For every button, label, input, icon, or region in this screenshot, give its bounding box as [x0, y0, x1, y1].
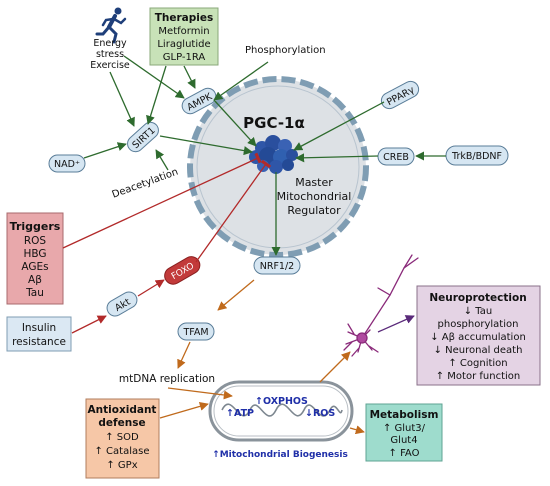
trigger-item: Tau: [25, 287, 44, 299]
neuroprotection-item: phosphorylation: [438, 319, 519, 330]
insulin-resistance-box: [6, 316, 72, 352]
metabolism-item: ↑ Glut3/: [383, 423, 426, 434]
mito-oxphos: ↑OXPHOS: [255, 396, 308, 407]
triggers-box: [6, 212, 64, 305]
metabolism-item: Glut4: [390, 435, 417, 446]
sirt1-node: SIRT1: [127, 121, 159, 153]
arrow-tfam-to-mtdna: [177, 341, 191, 369]
therapies-box: [149, 7, 219, 66]
therapies-title: Therapies: [155, 12, 214, 24]
ppar-node: PPARγ: [380, 80, 420, 110]
trigger-item: ROS: [24, 235, 47, 247]
inhibit-triggers-to-pgc: [62, 152, 262, 249]
insulin-line2: resistance: [12, 336, 66, 348]
energy-label-line3: Exercise: [90, 60, 130, 71]
arrow-energy-to-ampk: [123, 55, 185, 99]
nad-node: NAD⁺: [48, 154, 86, 173]
trigger-item: AGEs: [21, 261, 48, 273]
creb-node: CREB: [377, 147, 415, 166]
arrow-mito-to-metabolism: [349, 425, 365, 435]
arrow-mito-to-neuron: [319, 351, 351, 383]
therapy-item: GLP-1RA: [163, 52, 206, 63]
foxo-node: FOXO: [164, 256, 201, 285]
insulin-line1: Insulin: [22, 322, 56, 334]
therapy-item: Metformin: [158, 26, 209, 37]
inhibit-foxo-to-pgc: [195, 159, 272, 263]
metabolism-title: Metabolism: [370, 409, 439, 421]
creb-label: CREB: [383, 152, 409, 163]
deacetylation-label: Deacetylation: [111, 167, 180, 201]
neuroprotection-item: ↑ Motor function: [436, 371, 520, 382]
arrow-nad-to-sirt1: [83, 142, 127, 159]
arrow-neuron-to-neuroprotection: [377, 315, 415, 333]
arrow-ampk-to-pgc: [213, 99, 257, 147]
arrow-antioxidant-to-mito: [159, 401, 209, 419]
metabolism-item: ↑ FAO: [389, 448, 420, 459]
energy-label-line2: stress: [96, 49, 124, 60]
triggers-title: Triggers: [10, 220, 61, 233]
nrf-node: NRF1/2: [253, 256, 301, 275]
trigger-item: Aβ: [28, 274, 42, 286]
antioxidant-box: [85, 398, 160, 479]
trigger-item: HBG: [23, 248, 46, 260]
phosphorylation-label: Phosphorylation: [245, 45, 326, 56]
arrow-nrf-to-tfam: [217, 279, 255, 311]
antioxidant-title-line2: defense: [98, 417, 145, 429]
mitochondrion-icon: [208, 380, 354, 442]
arrow-insulin-to-akt: [71, 315, 107, 334]
antioxidant-item: ↑ Catalase: [95, 446, 150, 457]
antioxidant-item: ↑ GPx: [106, 460, 137, 471]
neuroprotection-item: ↑ Cognition: [448, 358, 507, 369]
tfam-label: TFAM: [182, 327, 208, 338]
neuroprotection-title: Neuroprotection: [429, 292, 526, 304]
akt-node: Akt: [106, 291, 138, 317]
mitochondrial-biogenesis-label: ↑Mitochondrial Biogenesis: [212, 450, 348, 460]
arrow-akt-to-foxo: [137, 279, 165, 297]
mtdna-replication-label: mtDNA replication: [119, 373, 215, 385]
arrow-ppar-to-pgc: [293, 101, 385, 151]
running-person-icon: [95, 7, 127, 44]
arrow-energy-to-sirt1: [109, 71, 135, 127]
arrow-therapies-to-sirt1: [146, 65, 167, 125]
neuroprotection-item: ↓ Neuronal death: [434, 345, 523, 356]
nad-label: NAD⁺: [54, 159, 80, 170]
neuroprotection-item: ↓ Aβ accumulation: [430, 332, 526, 343]
arrow-creb-to-pgc: [295, 153, 379, 163]
therapy-item: Liraglutide: [157, 39, 210, 50]
arrow-therapies-to-ampk: [183, 65, 196, 89]
pgc1a-subtitle-line3: Regulator: [287, 204, 341, 217]
pgc1a-subtitle-line2: Mitochondrial: [277, 190, 352, 203]
tfam-node: TFAM: [177, 322, 215, 341]
neuroprotection-box: [416, 285, 541, 386]
antioxidant-title-line1: Antioxidant: [88, 404, 157, 416]
neuroprotection-item: ↓ Tau: [464, 306, 492, 317]
arrow-phosphorylation-to-ampk: [213, 61, 269, 101]
antioxidant-item: ↑ SOD: [105, 432, 139, 443]
metabolism-box: [365, 403, 443, 462]
energy-label-line1: Energy: [93, 38, 127, 49]
pgc1a-title: PGC-1α: [243, 114, 305, 132]
nrf-label: NRF1/2: [260, 261, 294, 272]
pgc1a-subtitle-line1: Master: [295, 176, 333, 189]
downstream-arrows: [159, 279, 365, 435]
trkb-node: TrkB/BDNF: [445, 145, 509, 166]
neuron-icon: [343, 254, 419, 357]
activation-arrows: [83, 55, 446, 256]
arrow-sirt1-to-pgc: [159, 135, 253, 156]
mito-ros: ↓ROS: [305, 408, 335, 419]
mito-atp: ↑ATP: [226, 408, 254, 419]
inhibition-lines: [62, 152, 272, 334]
arrow-deacetylation-to-sirt1: [155, 149, 169, 171]
trkb-label: TrkB/BDNF: [451, 151, 502, 162]
arrow-mtdna-to-mito: [167, 387, 233, 400]
